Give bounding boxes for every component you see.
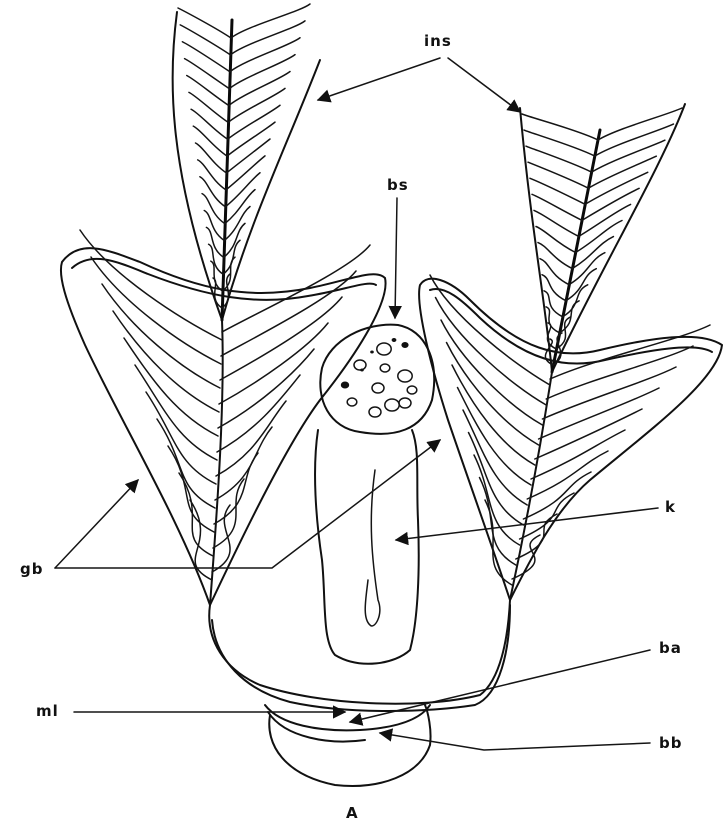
bs-dot [370,351,374,354]
bs-dot [392,338,397,342]
barb-line [227,139,271,173]
barb-line [598,108,682,140]
gill-barb [458,388,532,486]
gill-barb [220,297,342,380]
bs-dot [347,398,357,406]
right-upper-segment [520,104,685,372]
gill-barb [124,338,218,436]
bs-dot [385,399,399,411]
bs-dot [380,364,390,372]
ins-arrow-left [318,58,440,100]
label-ins: ins [424,32,452,50]
barb-line [193,126,227,156]
barb-line [185,59,230,89]
gb-arrow-right [55,440,440,568]
barb-line [213,278,222,308]
barb-line [229,72,290,106]
barb-line [538,243,572,269]
barb-line [536,227,576,253]
bs-dot [360,369,364,372]
barb-line [592,140,665,172]
ins-arrow-right [448,58,520,112]
bs-dot [369,407,381,417]
gill-barb [218,349,314,428]
gill-barb [550,325,710,379]
barb-line [191,109,228,139]
k-structure [315,430,419,664]
barb-line [180,25,230,55]
right-gill-branch [419,275,722,600]
barb-line [189,92,228,122]
barb-line [204,211,224,241]
barb-line [228,105,280,139]
gb-arrow-left [55,480,138,568]
bs-dot [399,398,411,408]
barb-line [534,210,579,236]
barb-line [202,194,225,224]
panel-label: A [346,804,358,822]
barb-line [540,259,569,285]
barb-line [227,122,275,156]
bs-structure [320,325,434,434]
bs-dot [398,370,412,382]
bb-arrow [380,733,650,750]
gill-barb [113,311,219,412]
barb-line [182,42,230,72]
barb-line [229,55,295,89]
barb-line [196,143,227,173]
gill-barb [436,298,547,406]
bs-dot [354,360,366,370]
barb-line [231,4,310,38]
bs-dot [341,382,349,389]
barb-line [200,177,226,207]
label-bs: bs [387,176,409,194]
label-ba: ba [659,639,682,657]
bs-dot [372,383,384,393]
label-k: k [665,498,676,516]
barb-line [228,88,285,122]
barb-line [198,160,226,190]
bs-dot [401,342,408,348]
bs-dot [377,343,391,355]
left-upper-segment [173,4,320,320]
barb-line [522,114,598,140]
label-ml: ml [36,702,59,720]
gill-barb [221,271,356,356]
barb-line [230,38,300,72]
bs-arrow [395,198,397,318]
gill-barb [102,284,220,388]
label-gb: gb [20,560,43,578]
gill-barb [91,257,221,364]
barb-line [187,76,229,106]
label-bb: bb [659,734,682,752]
gill-barb [219,323,328,404]
gill-barb [469,433,524,526]
barb-line [178,8,231,38]
barb-line [595,124,674,156]
basal-body [209,600,510,786]
bs-dot [407,386,417,394]
barb-line [230,21,305,55]
barb-line [544,291,563,317]
gill-barb [480,478,516,566]
barb-line [542,275,566,301]
